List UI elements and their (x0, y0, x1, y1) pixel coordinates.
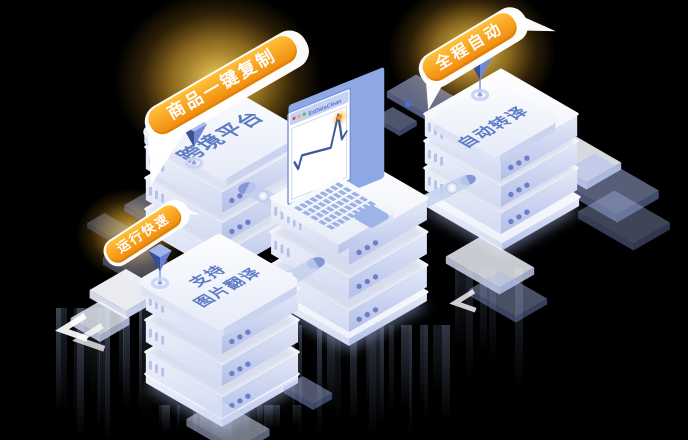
chart-line (293, 113, 348, 171)
laptop-keyboard (293, 182, 377, 230)
pipe-right-to-laptop (421, 174, 476, 208)
arrow-chevron-icon (449, 289, 477, 313)
laptop: EsDataClean (281, 67, 396, 254)
light-streaks (455, 268, 523, 385)
traffic-dot-yellow (297, 114, 301, 119)
ribbon-left: 商品一键复制 (144, 30, 309, 186)
server-stack-right: 自动转译 (423, 68, 581, 257)
arrow-chevron-icon (55, 313, 89, 342)
traffic-dot-green (302, 112, 306, 117)
laptop-screen: EsDataClean (287, 67, 385, 216)
pin-bottom (148, 243, 172, 290)
light-streaks (292, 325, 450, 436)
traffic-dot-red (292, 116, 296, 121)
platform-center-right (445, 236, 547, 323)
chart-point (337, 114, 343, 121)
arrow-chevron-icon (72, 323, 106, 352)
laptop-trackpad (354, 205, 389, 228)
accent-dot (404, 100, 412, 108)
platform-bottom (186, 376, 333, 440)
